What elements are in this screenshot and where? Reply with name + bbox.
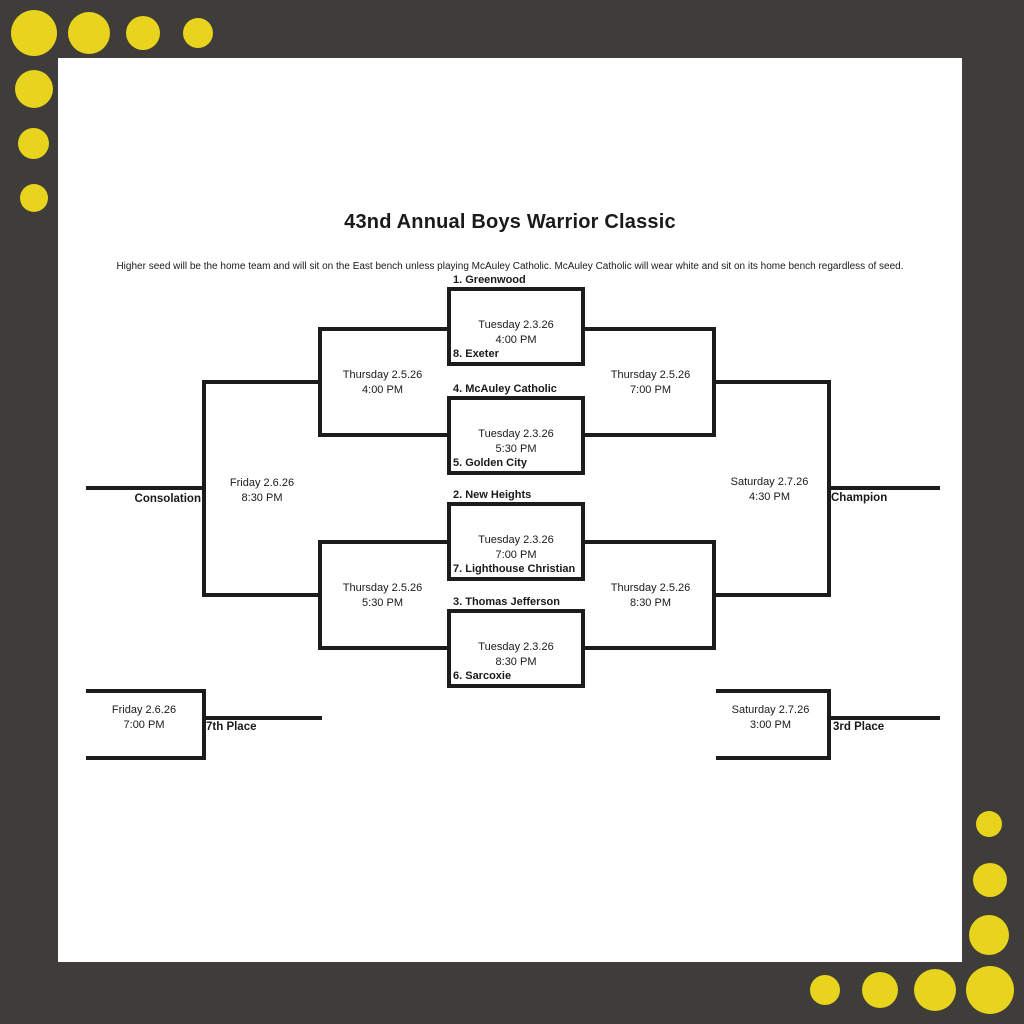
page-title: 43nd Annual Boys Warrior Classic xyxy=(344,211,676,233)
game-date: Thursday 2.5.26 xyxy=(610,582,691,594)
corner-dot xyxy=(183,18,213,48)
seed-label: 1. Greenwood xyxy=(453,274,526,286)
champion-label: Champion xyxy=(831,492,888,504)
winners-semi-1-datetime: Thursday 2.5.26 7:00 PM xyxy=(585,368,716,398)
game-time: 4:00 PM xyxy=(362,384,403,396)
game-time: 7:00 PM xyxy=(495,549,537,561)
game-date: Thursday 2.5.26 xyxy=(342,369,423,381)
third-place-label: 3rd Place xyxy=(833,721,885,733)
game-time: 8:30 PM xyxy=(241,492,283,504)
corner-dot xyxy=(68,12,110,54)
game-date: Saturday 2.7.26 xyxy=(731,704,810,716)
line-champion-winner xyxy=(827,486,940,490)
line-seventh-place-out xyxy=(206,716,322,720)
consolation-final-datetime: Friday 2.6.26 8:30 PM xyxy=(204,476,320,506)
game-time: 7:00 PM xyxy=(630,384,671,396)
seed-label: 6. Sarcoxie xyxy=(453,670,512,682)
game-time: 5:30 PM xyxy=(495,443,537,455)
game-time: 3:00 PM xyxy=(750,719,791,731)
consolation-semi-2-datetime: Thursday 2.5.26 5:30 PM xyxy=(318,581,447,611)
corner-dot xyxy=(966,966,1014,1014)
game-datetime: Tuesday 2.3.26 5:30 PM xyxy=(447,427,585,457)
game-date: Thursday 2.5.26 xyxy=(610,369,691,381)
championship-datetime: Saturday 2.7.26 4:30 PM xyxy=(714,475,825,505)
corner-dot xyxy=(973,863,1007,897)
game-time: 7:00 PM xyxy=(123,719,165,731)
winners-semi-2-datetime: Thursday 2.5.26 8:30 PM xyxy=(585,581,716,611)
seventh-place-bracket xyxy=(86,689,206,760)
game-datetime: Tuesday 2.3.26 4:00 PM xyxy=(447,318,585,348)
tournament-note: Higher seed will be the home team and wi… xyxy=(116,261,904,272)
game-date: Thursday 2.5.26 xyxy=(342,582,423,594)
game-date: Saturday 2.7.26 xyxy=(730,476,809,488)
corner-dot xyxy=(18,128,49,159)
game-time: 4:00 PM xyxy=(495,334,537,346)
corner-dot xyxy=(810,975,840,1005)
game-datetime: Tuesday 2.3.26 8:30 PM xyxy=(447,640,585,670)
corner-dot xyxy=(20,184,48,212)
game-date: Tuesday 2.3.26 xyxy=(478,319,554,331)
game-time: 5:30 PM xyxy=(362,597,403,609)
corner-dot xyxy=(862,972,898,1008)
third-place-datetime: Saturday 2.7.26 3:00 PM xyxy=(714,703,827,733)
game-date: Tuesday 2.3.26 xyxy=(478,641,554,653)
game-time: 8:30 PM xyxy=(630,597,671,609)
seed-label: 3. Thomas Jefferson xyxy=(453,596,560,608)
game-time: 4:30 PM xyxy=(749,491,790,503)
line-consolation-winner xyxy=(86,486,206,490)
seed-label: 4. McAuley Catholic xyxy=(453,383,557,395)
seed-label: 5. Golden City xyxy=(453,457,527,469)
seed-label: 7. Lighthouse Christian xyxy=(453,563,576,575)
game-date: Tuesday 2.3.26 xyxy=(478,534,554,546)
line-consolation-semi-2-out xyxy=(202,593,318,597)
corner-dot xyxy=(914,969,956,1011)
seed-label: 8. Exeter xyxy=(453,348,499,360)
corner-dot xyxy=(969,915,1009,955)
game-date: Tuesday 2.3.26 xyxy=(478,428,554,440)
game-date: Friday 2.6.26 xyxy=(111,704,177,716)
consolation-semi-2-bracket xyxy=(318,540,447,650)
game-box-3: 2. New Heights Tuesday 2.3.26 7:00 PM 7.… xyxy=(447,489,585,581)
game-box-2: 4. McAuley Catholic Tuesday 2.3.26 5:30 … xyxy=(447,383,585,475)
consolation-semi-1-datetime: Thursday 2.5.26 4:00 PM xyxy=(318,368,447,398)
consolation-label: Consolation xyxy=(134,493,201,505)
seventh-place-label: 7th Place xyxy=(206,721,257,733)
consolation-semi-1-bracket xyxy=(318,327,447,437)
line-winners-semi-2-out xyxy=(712,593,831,597)
seed-label: 2. New Heights xyxy=(453,489,532,501)
game-box-1: 1. Greenwood Tuesday 2.3.26 4:00 PM 8. E… xyxy=(447,274,585,366)
corner-dot xyxy=(976,811,1002,837)
corner-dot xyxy=(126,16,160,50)
game-date: Friday 2.6.26 xyxy=(229,477,295,489)
line-winners-semi-1-out xyxy=(712,380,831,384)
game-box-4: 3. Thomas Jefferson Tuesday 2.3.26 8:30 … xyxy=(447,596,585,688)
seventh-place-datetime: Friday 2.6.26 7:00 PM xyxy=(86,703,202,733)
game-time: 8:30 PM xyxy=(495,656,537,668)
line-consolation-semi-1-out xyxy=(202,380,318,384)
bracket-sheet: 43nd Annual Boys Warrior Classic Higher … xyxy=(58,58,962,962)
corner-dot xyxy=(15,70,53,108)
game-datetime: Tuesday 2.3.26 7:00 PM xyxy=(447,533,585,563)
line-third-place-out xyxy=(831,716,940,720)
third-place-bracket xyxy=(716,689,831,760)
corner-dot xyxy=(11,10,57,56)
